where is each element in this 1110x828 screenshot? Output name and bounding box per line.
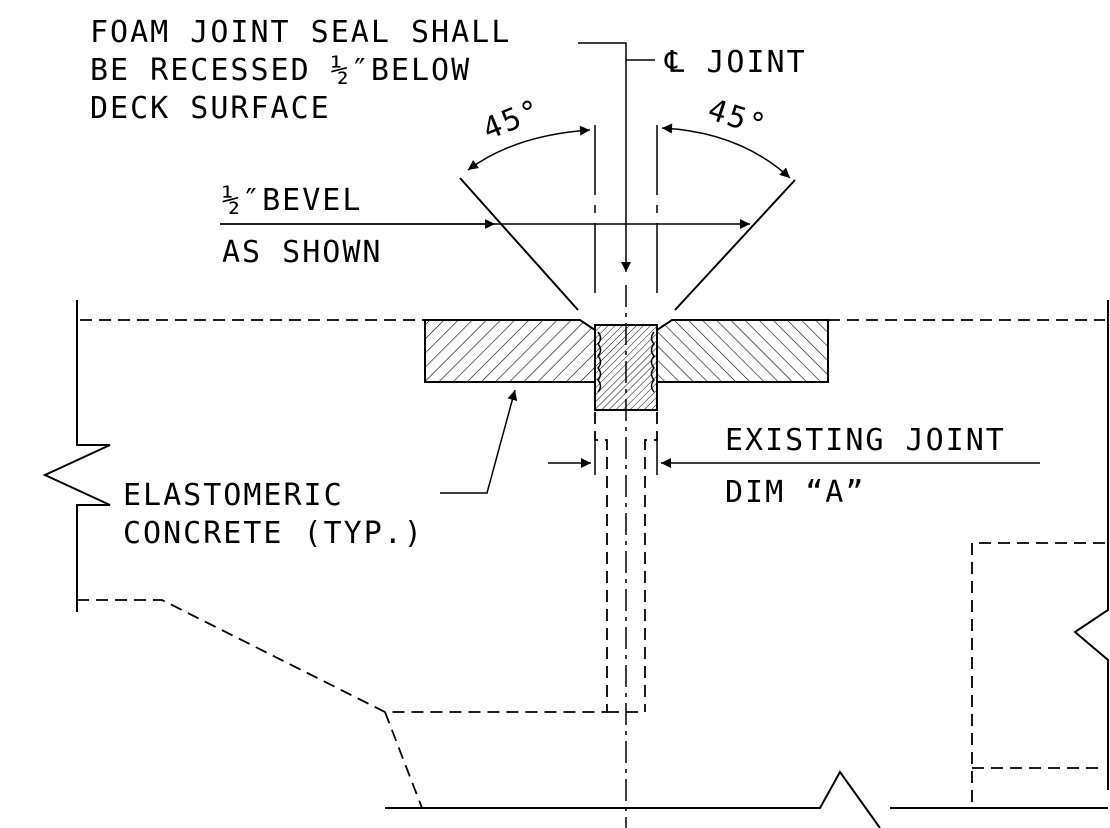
foam-seal-note-line-1: FOAM JOINT SEAL SHALL	[90, 15, 511, 50]
angle-arc-left	[467, 125, 591, 171]
foam-seal-note-line-2: BE RECESSED ½″BELOW	[90, 53, 471, 88]
bottom-break-line	[385, 770, 1108, 828]
left-break-line	[42, 300, 111, 612]
foam-seal-note-line-3: DECK SURFACE	[90, 91, 331, 126]
elastomeric-leader	[440, 389, 518, 494]
elastomeric-note: ELASTOMERIC CONCRETE (TYP.)	[123, 478, 424, 551]
girder-right-dashed	[971, 542, 1105, 808]
angle-label-left: 45°	[478, 92, 547, 147]
elastomeric-note-line-1: ELASTOMERIC	[123, 478, 344, 513]
existing-joint-note-line-1: EXISTING JOINT	[725, 423, 1006, 458]
foam-seal-leader	[578, 42, 631, 272]
slab-bottom-dashed	[77, 599, 607, 713]
extension-lines	[594, 125, 658, 475]
bevel-line-left	[459, 177, 579, 311]
bevel-note-line-1: ½″BEVEL	[222, 183, 362, 218]
bevel-line-right	[674, 179, 796, 311]
centerline-label: ℄ JOINT	[664, 45, 807, 80]
right-break-line	[1073, 300, 1109, 790]
angle-arc-right	[661, 123, 791, 179]
elastomeric-concrete-right	[656, 319, 829, 383]
existing-joint-note: EXISTING JOINT DIM “A”	[725, 423, 1006, 510]
elastomeric-note-line-2: CONCRETE (TYP.)	[123, 516, 424, 551]
bevel-note: ½″BEVEL AS SHOWN	[222, 183, 383, 270]
bevel-note-line-2: AS SHOWN	[222, 235, 383, 270]
elastomeric-concrete-left	[424, 319, 596, 383]
existing-joint-note-line-2: DIM “A”	[725, 475, 865, 510]
foam-seal-note: FOAM JOINT SEAL SHALL BE RECESSED ½″BELO…	[90, 15, 511, 126]
